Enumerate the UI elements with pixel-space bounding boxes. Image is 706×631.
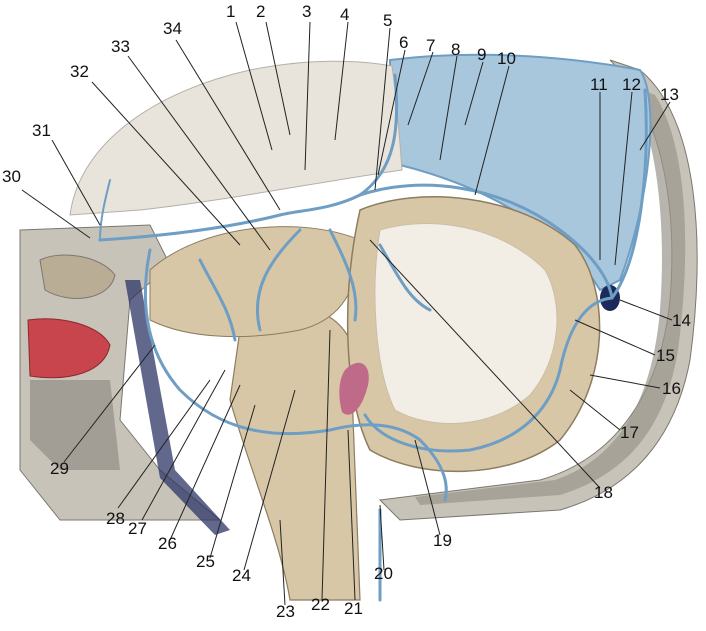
label-18: 18 xyxy=(594,483,613,502)
brainstem xyxy=(229,308,361,601)
label-23: 23 xyxy=(276,602,295,621)
label-24: 24 xyxy=(232,566,251,585)
label-7: 7 xyxy=(426,36,436,55)
label-10: 10 xyxy=(497,49,516,68)
label-26: 26 xyxy=(158,534,177,553)
label-21: 21 xyxy=(344,599,363,618)
label-28: 28 xyxy=(106,509,125,528)
label-32: 32 xyxy=(70,62,89,81)
label-6: 6 xyxy=(399,33,409,52)
label-19: 19 xyxy=(433,531,452,550)
sella-turcica xyxy=(39,254,116,299)
veins xyxy=(98,73,648,602)
label-15: 15 xyxy=(656,346,675,365)
label-13: 13 xyxy=(660,85,679,104)
label-30: 30 xyxy=(2,167,21,186)
label-8: 8 xyxy=(451,40,461,59)
label-17: 17 xyxy=(620,423,639,442)
label-16: 16 xyxy=(662,379,681,398)
label-31: 31 xyxy=(32,121,51,140)
label-27: 27 xyxy=(128,519,147,538)
choroid-plexus xyxy=(339,362,369,415)
label-25: 25 xyxy=(196,552,215,571)
label-22: 22 xyxy=(311,595,330,614)
basilar-plexus xyxy=(125,280,230,535)
label-11: 11 xyxy=(590,75,608,94)
nasal-cavity xyxy=(27,318,111,379)
label-20: 20 xyxy=(374,564,393,583)
label-5: 5 xyxy=(383,11,393,30)
label-12: 12 xyxy=(622,75,641,94)
label-2: 2 xyxy=(256,2,266,21)
label-3: 3 xyxy=(302,2,312,21)
label-29: 29 xyxy=(50,459,69,478)
leader-lines xyxy=(21,21,673,606)
label-14: 14 xyxy=(672,311,691,330)
label-1: 1 xyxy=(226,2,236,21)
sphenoid-spongy xyxy=(30,380,120,470)
label-33: 33 xyxy=(111,37,130,56)
label-34: 34 xyxy=(163,19,182,38)
arbor-vitae xyxy=(374,222,558,424)
label-4: 4 xyxy=(340,5,350,24)
label-9: 9 xyxy=(477,45,487,64)
skull-bone-spongy xyxy=(415,85,686,505)
